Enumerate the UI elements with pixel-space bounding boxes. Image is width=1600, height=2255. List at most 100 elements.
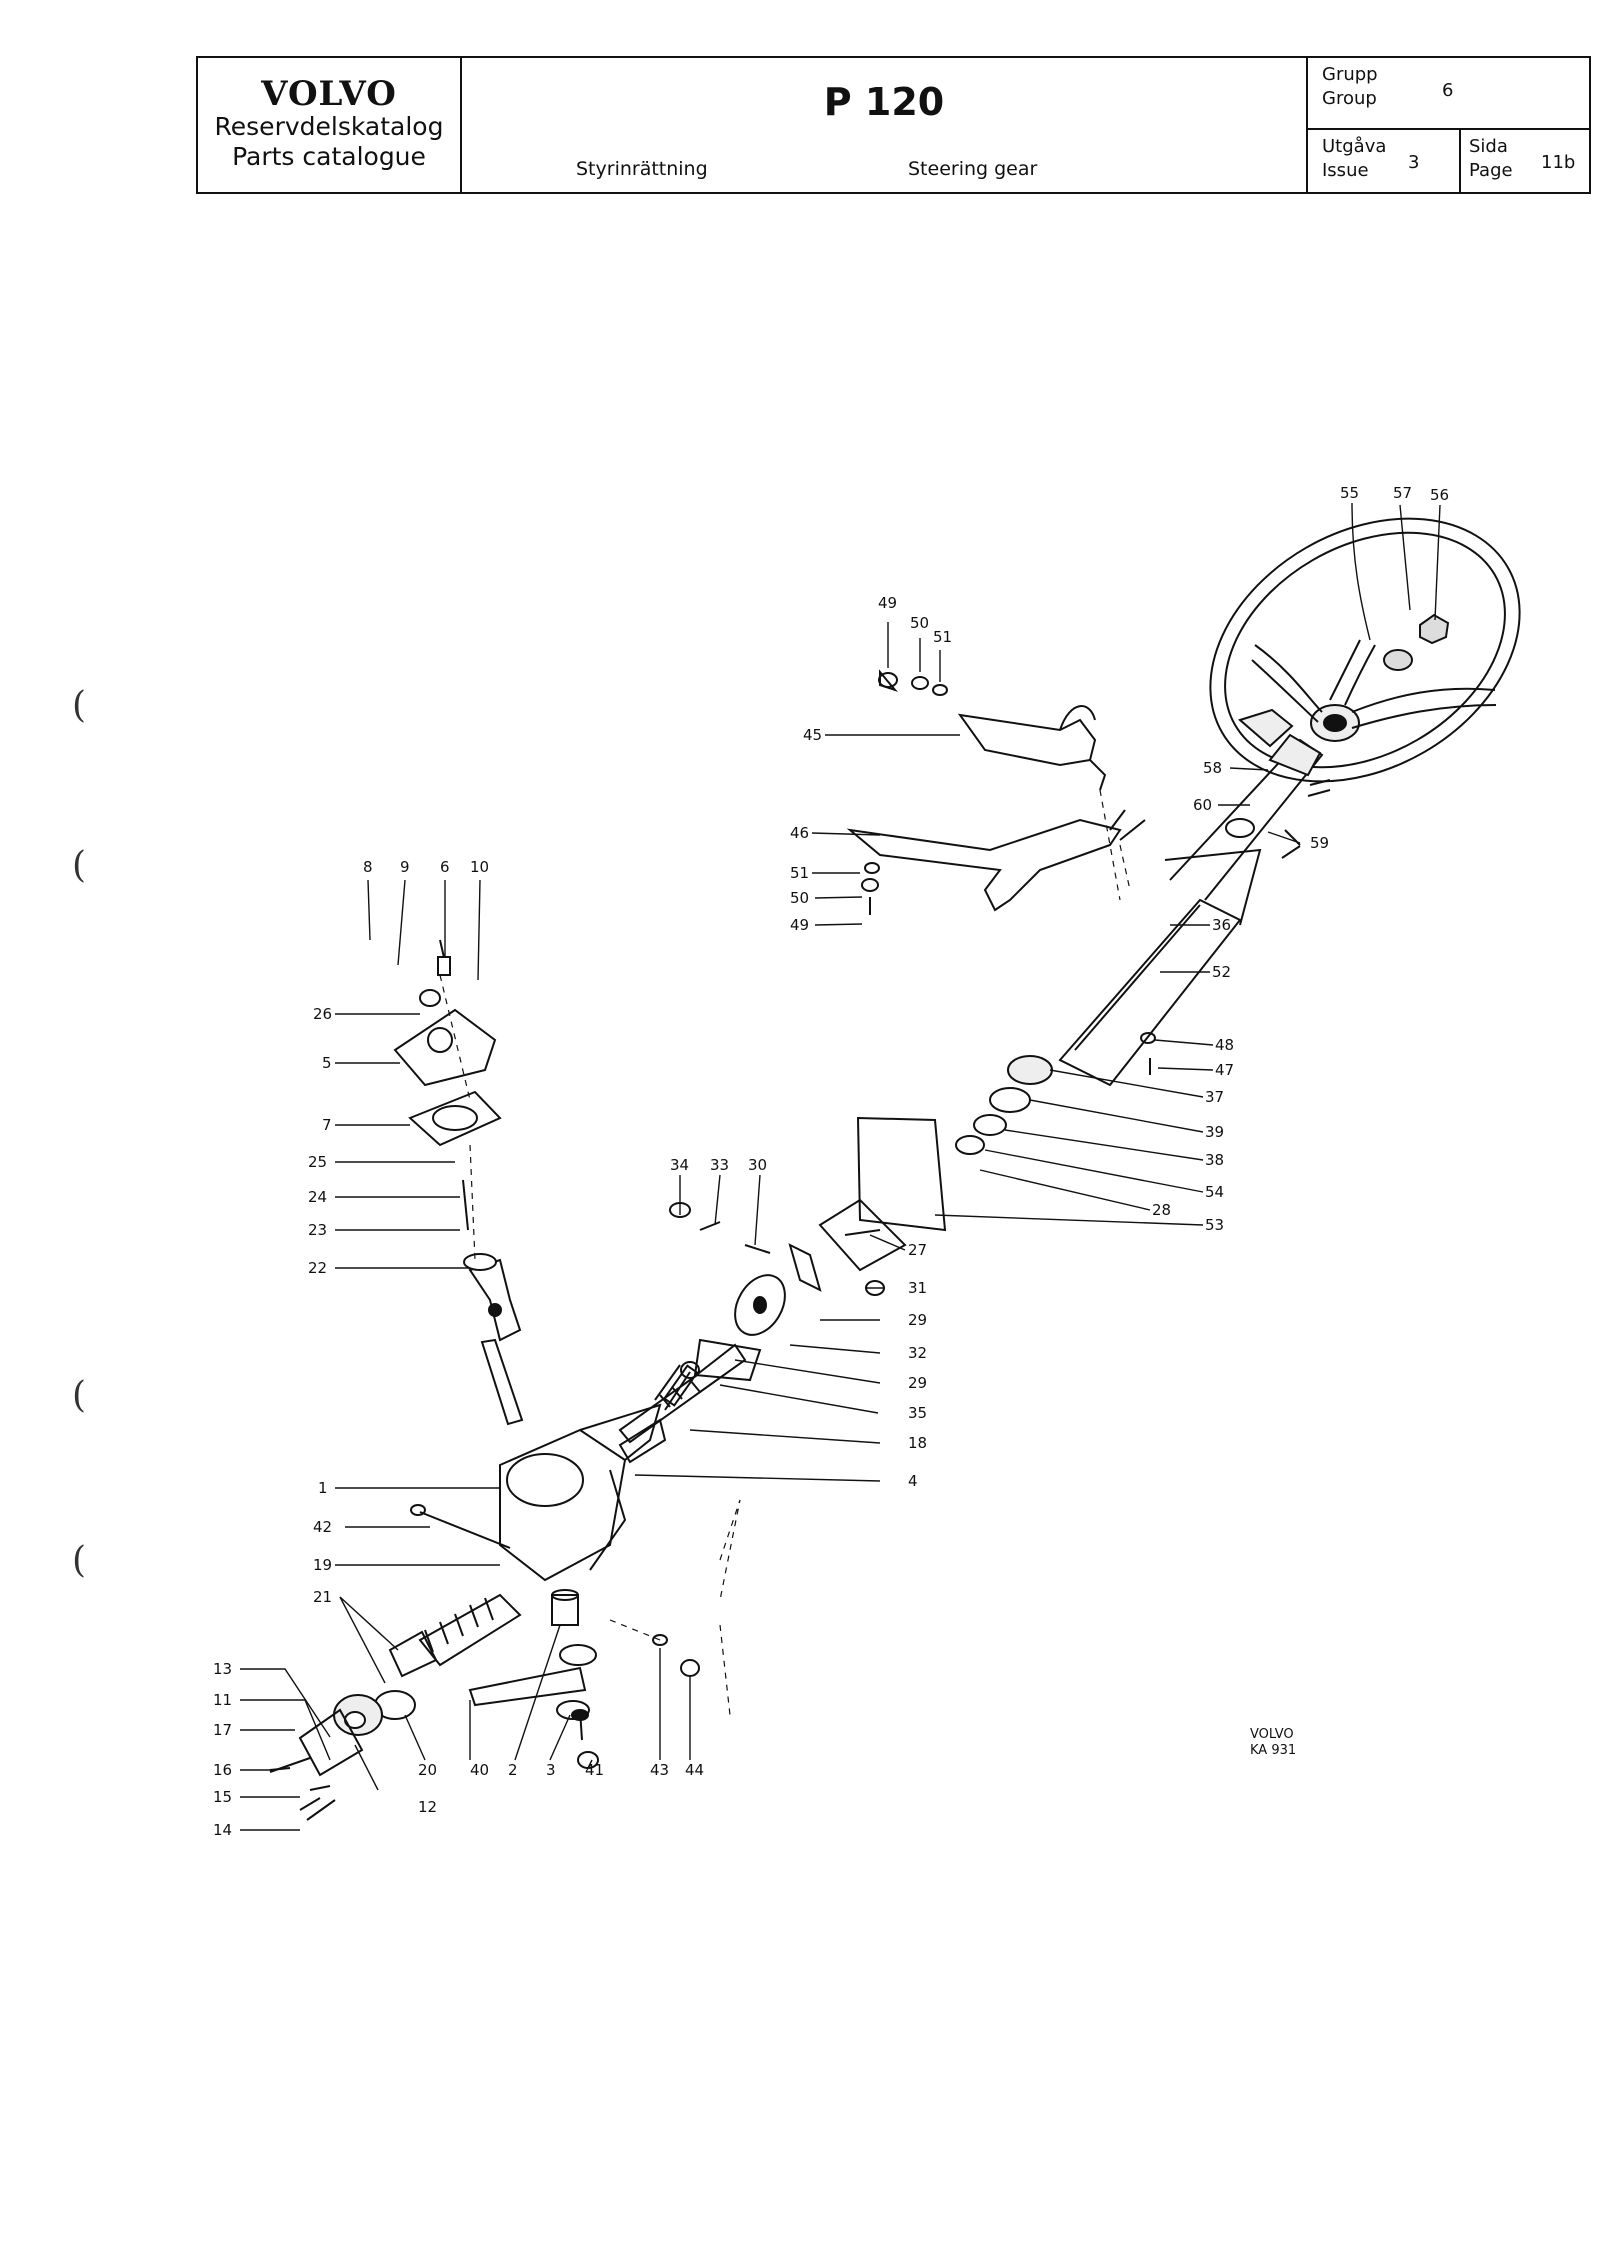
page-cell: Sida Page 11b [1461,130,1589,192]
callout: 10 [470,858,489,876]
callout: 45 [803,726,822,744]
callout: 37 [1205,1088,1224,1106]
callout: 35 [908,1404,927,1422]
stamp-line2: KA 931 [1250,1743,1296,1758]
margin-mark: ( [72,1375,87,1416]
callout: 21 [313,1588,332,1606]
callouts: 55 57 56 49 50 51 45 58 60 59 46 51 50 4… [213,484,1449,1839]
callout: 13 [213,1660,232,1678]
model-cell: P 120 Styrinrättning Steering gear [462,58,1308,192]
callout: 31 [908,1279,927,1297]
group-label-sv: Grupp [1322,64,1378,85]
callout: 6 [440,858,450,876]
callout: 46 [790,824,809,842]
margin-mark: ( [72,685,87,726]
margin-mark: ( [72,845,87,886]
callout: 40 [470,1761,489,1779]
callout: 43 [650,1761,669,1779]
callout: 51 [933,628,952,646]
margin-mark: ( [72,1540,87,1581]
callout: 49 [878,594,897,612]
callout: 22 [308,1259,327,1277]
callout: 7 [322,1116,332,1134]
column-bracket-upper [957,705,1107,791]
pitman-arm-drawing [468,1589,599,1769]
worm-shaft-drawing [269,1593,522,1811]
callout: 44 [685,1761,704,1779]
issue-label-sv: Utgåva [1322,136,1387,157]
callout: 42 [313,1518,332,1536]
callout: 52 [1212,963,1231,981]
callout: 20 [418,1761,437,1779]
page-value: 11b [1541,152,1576,173]
model-title: P 120 [823,80,945,124]
callout: 34 [670,1156,689,1174]
section-title-sv: Styrinrättning [576,158,708,180]
callout: 26 [313,1005,332,1023]
callout: 59 [1310,834,1329,852]
callout: 5 [322,1054,332,1072]
callout: 1 [318,1479,328,1497]
column-bracket-lower [846,809,1146,912]
callout: 2 [508,1761,518,1779]
callout: 25 [308,1153,327,1171]
group-cell: Grupp Group 6 [1308,58,1589,130]
callout: 54 [1205,1183,1224,1201]
leader-lines [240,502,1441,1831]
callout: 27 [908,1241,927,1259]
assembly-dashes [439,789,1131,1716]
catalog-title-en: Parts catalogue [232,142,426,171]
callout: 48 [1215,1036,1234,1054]
stamp-line1: VOLVO [1250,1727,1294,1742]
callout: 49 [790,916,809,934]
callout: 51 [790,864,809,882]
callout: 41 [585,1761,604,1779]
group-label-en: Group [1322,88,1377,109]
callout: 17 [213,1721,232,1739]
callout: 11 [213,1691,232,1709]
issue-value: 3 [1408,152,1420,173]
callout: 55 [1340,484,1359,502]
callout: 8 [363,858,373,876]
catalog-header: VOLVO Reservdelskatalog Parts catalogue … [196,56,1591,194]
callout: 38 [1205,1151,1224,1169]
callout: 30 [748,1156,767,1174]
steering-box-drawing [499,1364,699,1582]
fasteners-drawing [269,669,1301,1821]
catalog-title-sv: Reservdelskatalog [214,112,444,141]
section-title-en: Steering gear [908,158,1038,180]
callout: 39 [1205,1123,1224,1141]
callout: 14 [213,1821,232,1839]
callout: 50 [790,889,809,907]
callout: 50 [910,614,929,632]
callout: 16 [213,1761,232,1779]
callout: 58 [1203,759,1222,777]
callout: 28 [1152,1201,1171,1219]
callout: 3 [546,1761,556,1779]
callout: 9 [400,858,410,876]
callout: 32 [908,1344,927,1362]
issue-cell: Utgåva Issue 3 [1308,130,1461,192]
steering-wheel-drawing [1209,517,1521,783]
steering-column-drawing [955,708,1331,1155]
callout: 19 [313,1556,332,1574]
callout: 29 [908,1374,927,1392]
callout: 23 [308,1221,327,1239]
callout: 36 [1212,916,1231,934]
sector-shaft-drawing [463,1253,524,1426]
callout: 56 [1430,486,1449,504]
callout: 18 [908,1434,927,1452]
callout: 24 [308,1188,327,1206]
callout: 4 [908,1472,918,1490]
group-value: 6 [1442,80,1454,101]
page-label-en: Page [1469,160,1513,181]
brand-cell: VOLVO Reservdelskatalog Parts catalogue [198,58,462,192]
issue-label-en: Issue [1322,160,1369,181]
side-cover-drawing [393,939,502,1231]
callout: 29 [908,1311,927,1329]
callout: 60 [1193,796,1212,814]
input-shaft-drawing [618,1343,747,1444]
callout: 47 [1215,1061,1234,1079]
page-label-sv: Sida [1469,136,1508,157]
